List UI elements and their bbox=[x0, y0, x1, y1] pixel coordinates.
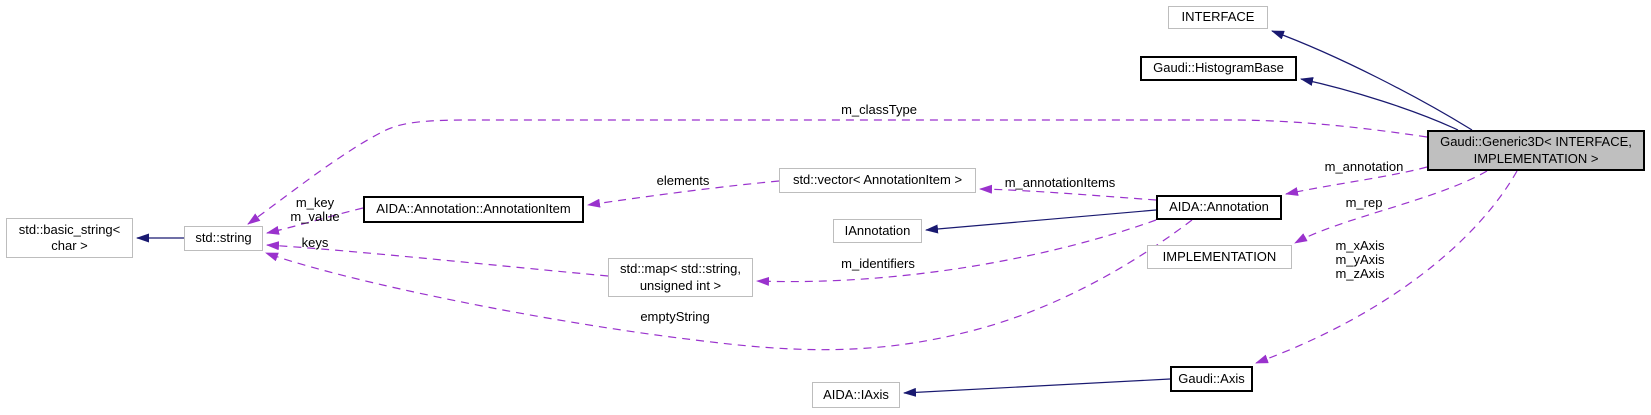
inheritance-edge-axis-iaxis bbox=[903, 378, 1171, 397]
node-std-basic-string-line1: std::basic_string< bbox=[18, 221, 121, 237]
edge-label-m-annotation: m_annotation bbox=[1324, 159, 1404, 174]
node-iannotation-label: IAnnotation bbox=[844, 222, 911, 238]
node-std-basic-string: std::basic_string< char > bbox=[6, 218, 133, 258]
edge-label-m-rep: m_rep bbox=[1345, 195, 1383, 210]
node-std-vector-annotationitem-label: std::vector< AnnotationItem > bbox=[792, 172, 963, 188]
edge-label-m-key-m-value: m_key m_value bbox=[290, 196, 339, 224]
node-aida-annotationitem-label: AIDA::Annotation::AnnotationItem bbox=[376, 201, 571, 217]
usage-edge-m-rep bbox=[1294, 170, 1488, 244]
node-std-map: std::map< std::string, unsigned int > bbox=[608, 258, 753, 297]
node-aida-iaxis: AIDA::IAxis bbox=[812, 382, 900, 408]
node-iannotation: IAnnotation bbox=[833, 219, 922, 243]
edge-label-m-zaxis: m_zAxis bbox=[1335, 266, 1385, 281]
edge-label-m-identifiers: m_identifiers bbox=[841, 256, 915, 271]
node-implementation-label: IMPLEMENTATION bbox=[1162, 248, 1277, 264]
edge-label-emptystring: emptyString bbox=[640, 309, 710, 324]
node-aida-annotationitem[interactable]: AIDA::Annotation::AnnotationItem bbox=[363, 196, 584, 223]
edge-label-m-value: m_value bbox=[290, 209, 340, 224]
edge-label-m-key: m_key bbox=[295, 195, 335, 210]
usage-edge-emptystring bbox=[265, 219, 1193, 351]
usage-edge-m-axes bbox=[1255, 170, 1518, 364]
node-gaudi-histogrambase-label: Gaudi::HistogramBase bbox=[1153, 60, 1284, 76]
edge-label-m-xaxis: m_xAxis bbox=[1335, 238, 1385, 253]
usage-edge-elements bbox=[587, 180, 780, 208]
node-gaudi-axis[interactable]: Gaudi::Axis bbox=[1170, 366, 1253, 392]
node-aida-annotation[interactable]: AIDA::Annotation bbox=[1156, 195, 1282, 220]
edge-label-elements: elements bbox=[656, 173, 710, 188]
edge-label-m-axes: m_xAxis m_yAxis m_zAxis bbox=[1335, 239, 1384, 281]
node-interface-label: INTERFACE bbox=[1181, 9, 1255, 25]
edge-label-keys: keys bbox=[301, 235, 329, 250]
node-aida-annotation-label: AIDA::Annotation bbox=[1169, 199, 1269, 215]
usage-edge-m-identifiers bbox=[756, 219, 1157, 286]
node-gaudi-generic3d-line1: Gaudi::Generic3D< INTERFACE, bbox=[1440, 134, 1632, 150]
node-implementation: IMPLEMENTATION bbox=[1147, 245, 1292, 269]
edge-label-m-classtype: m_classType bbox=[841, 102, 917, 117]
node-aida-iaxis-label: AIDA::IAxis bbox=[823, 386, 889, 402]
node-std-string-label: std::string bbox=[195, 230, 252, 246]
node-std-map-line2: unsigned int > bbox=[639, 277, 722, 293]
node-std-vector-annotationitem: std::vector< AnnotationItem > bbox=[779, 168, 976, 193]
usage-edge-m-classtype bbox=[247, 119, 1428, 225]
edge-label-m-annotationitems: m_annotationItems bbox=[1004, 175, 1116, 190]
usage-edge-m-annotation bbox=[1285, 166, 1428, 196]
inheritance-edge-annotation-iannotation bbox=[925, 209, 1157, 234]
inheritance-edge-generic3d-histogrambase bbox=[1300, 77, 1459, 131]
node-std-string: std::string bbox=[184, 226, 263, 251]
node-gaudi-histogrambase[interactable]: Gaudi::HistogramBase bbox=[1140, 56, 1297, 81]
edge-label-m-yaxis: m_yAxis bbox=[1335, 252, 1385, 267]
node-std-basic-string-line2: char > bbox=[51, 238, 88, 253]
node-std-map-line1: std::map< std::string, bbox=[619, 261, 742, 277]
node-gaudi-generic3d: Gaudi::Generic3D< INTERFACE, IMPLEMENTAT… bbox=[1427, 130, 1645, 171]
usage-edge-m-annotationitems bbox=[979, 184, 1157, 201]
node-gaudi-axis-label: Gaudi::Axis bbox=[1178, 370, 1245, 386]
inheritance-edge-generic3d-interface bbox=[1271, 30, 1473, 131]
node-gaudi-generic3d-line2: IMPLEMENTATION > bbox=[1473, 150, 1599, 166]
node-interface: INTERFACE bbox=[1168, 6, 1268, 29]
usage-edge-m-key-m-value bbox=[266, 207, 364, 235]
